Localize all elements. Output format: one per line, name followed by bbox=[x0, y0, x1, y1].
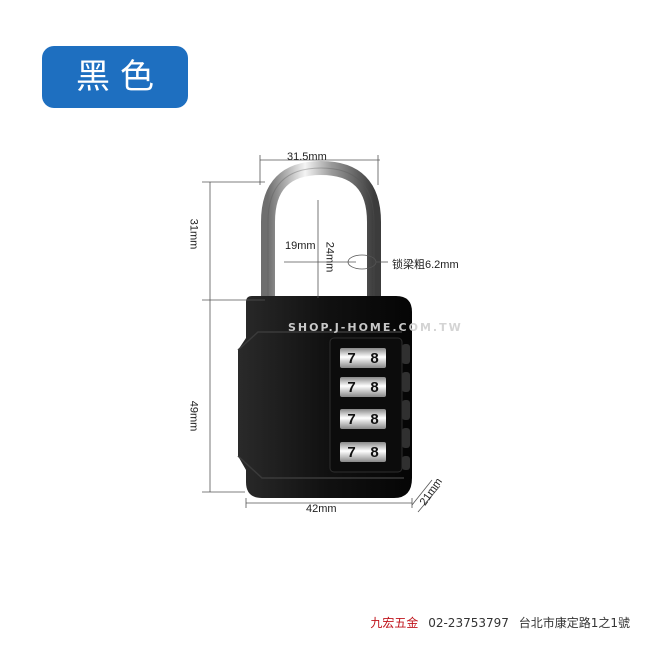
top-width-label: 31.5mm bbox=[287, 151, 327, 163]
dial-digit: 7 bbox=[347, 349, 356, 367]
store-name: 九宏五金 bbox=[370, 616, 419, 630]
dial-digit: 7 bbox=[347, 443, 356, 461]
store-phone: 02-23753797 bbox=[428, 616, 509, 630]
dial-digit: 8 bbox=[370, 443, 379, 461]
store-address: 台北市康定路1之1號 bbox=[518, 616, 630, 630]
dial-digit: 7 bbox=[347, 410, 356, 428]
shackle-height-label: 31mm bbox=[187, 218, 200, 250]
shackle-thickness-label: 锁梁粗6.2mm bbox=[392, 259, 459, 271]
inner-height-label: 24mm bbox=[323, 241, 336, 273]
dial-teeth bbox=[402, 344, 410, 470]
dial-digit: 8 bbox=[370, 410, 379, 428]
body-height-label: 49mm bbox=[187, 400, 200, 432]
store-footer: 九宏五金 02-23753797 台北市康定路1之1號 bbox=[370, 614, 630, 631]
color-label-badge: 黑色 bbox=[42, 46, 188, 108]
shop-watermark: SHOP.J-HOME.COM.TW bbox=[288, 321, 463, 334]
shackle bbox=[261, 160, 381, 300]
dial-digit: 8 bbox=[370, 378, 379, 396]
inner-width-label: 19mm bbox=[285, 240, 316, 252]
body-width-label: 42mm bbox=[306, 503, 337, 515]
dial-digit: 7 bbox=[347, 378, 356, 396]
dial-digit: 8 bbox=[370, 349, 379, 367]
